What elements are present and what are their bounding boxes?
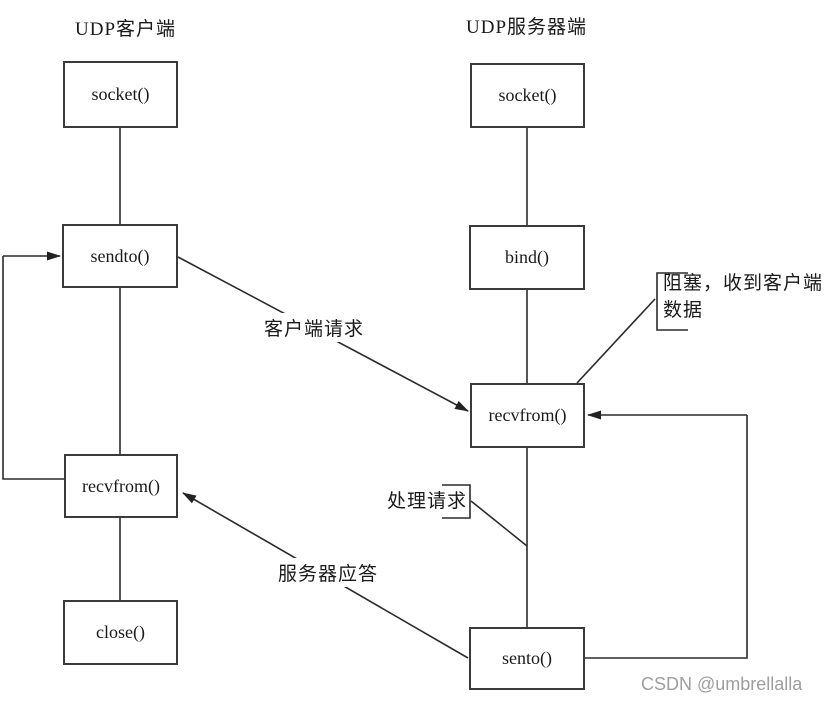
blocking-annotation-bracket <box>656 272 688 331</box>
client-recvfrom-box: recvfrom() <box>64 454 178 518</box>
blocking-annotation: 阻塞，收到客户端 数据 <box>663 270 823 324</box>
client-recvfrom-label: recvfrom() <box>82 475 160 496</box>
server-socket-label: socket() <box>498 85 557 105</box>
server-loop-line <box>585 415 748 659</box>
process-request-bracket <box>442 484 471 519</box>
server-sento-box: sento() <box>469 627 585 690</box>
server-recvfrom-box: recvfrom() <box>470 383 585 448</box>
server-reply-label: 服务器应答 <box>275 558 382 587</box>
watermark-text: CSDN @umbrellalla <box>641 674 803 694</box>
process-request-annotation: 处理请求 <box>387 491 468 512</box>
server-recvfrom-label: recvfrom() <box>488 405 567 425</box>
blocking-annotation-leader-line <box>576 298 656 384</box>
server-bind-label: bind() <box>505 247 549 267</box>
blocking-annotation-line1: 阻塞，收到客户端 <box>663 273 824 294</box>
server-column-title: UDP服务器端 <box>466 17 588 38</box>
client-request-label: 客户端请求 <box>261 313 368 342</box>
server-socket-box: socket() <box>470 63 585 128</box>
client-sendto-label: sendto() <box>90 245 150 266</box>
client-socket-box: socket() <box>63 61 178 128</box>
process-request-leader-line <box>470 500 528 547</box>
client-close-label: close() <box>96 622 145 642</box>
server-sento-label: sento() <box>502 648 552 668</box>
client-socket-label: socket() <box>91 84 150 104</box>
client-close-box: close() <box>63 600 178 665</box>
server-bind-box: bind() <box>469 225 585 290</box>
client-column-title: UDP客户端 <box>75 19 177 40</box>
blocking-annotation-line2: 数据 <box>663 300 704 321</box>
client-loop-line <box>2 256 65 480</box>
client-sendto-box: sendto() <box>62 224 178 288</box>
